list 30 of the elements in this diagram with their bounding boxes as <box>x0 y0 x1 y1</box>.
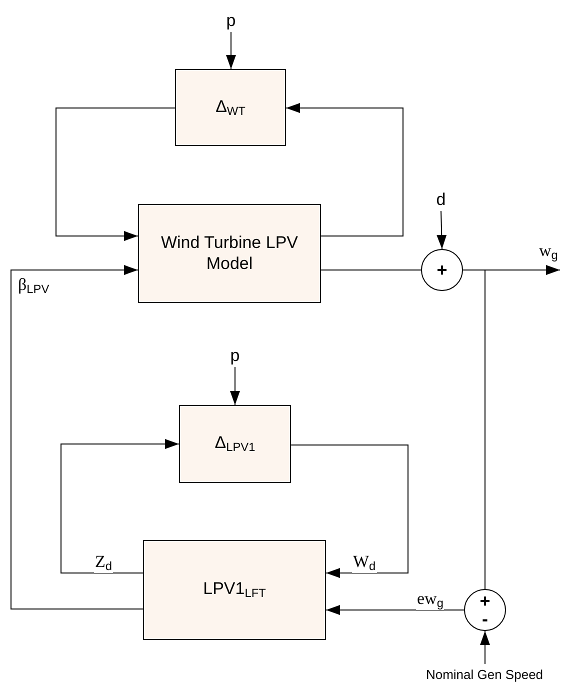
model-block <box>138 204 321 303</box>
input-label: p <box>226 10 236 32</box>
block-label: LPV1$_{LFT}$ <box>203 579 266 601</box>
controller-block <box>143 540 326 640</box>
signal-label: Z$_{d}$ <box>94 553 114 573</box>
arrow <box>230 366 240 406</box>
block-label: Δ$_{LPV1}$ <box>214 433 256 455</box>
arrow <box>326 605 464 615</box>
arrow <box>226 32 236 70</box>
block-label: Δ$_{WT}$ <box>216 96 246 118</box>
arrow <box>60 439 180 574</box>
uncertainty-block <box>175 69 286 146</box>
sign-symbol: + <box>480 592 490 610</box>
summing-junction <box>421 249 463 291</box>
signal-label: β$_{LPV}$ <box>17 276 50 296</box>
arrow <box>10 265 144 610</box>
signal-label: W$_{d}$ <box>352 553 377 573</box>
arrow <box>290 444 408 578</box>
summing-junction <box>464 589 506 631</box>
input-label: p <box>230 346 240 366</box>
arrow <box>436 210 447 250</box>
block-label: Wind Turbine LPV Model <box>160 233 299 274</box>
arrow <box>56 108 176 241</box>
input-label: d <box>436 190 446 210</box>
uncertainty-block <box>179 405 291 483</box>
arrow <box>286 103 404 236</box>
sign-symbol: + <box>436 261 448 279</box>
arrow <box>480 630 490 664</box>
sign-symbol: - <box>482 610 488 628</box>
input-label: Nominal Gen Speed <box>426 666 544 682</box>
